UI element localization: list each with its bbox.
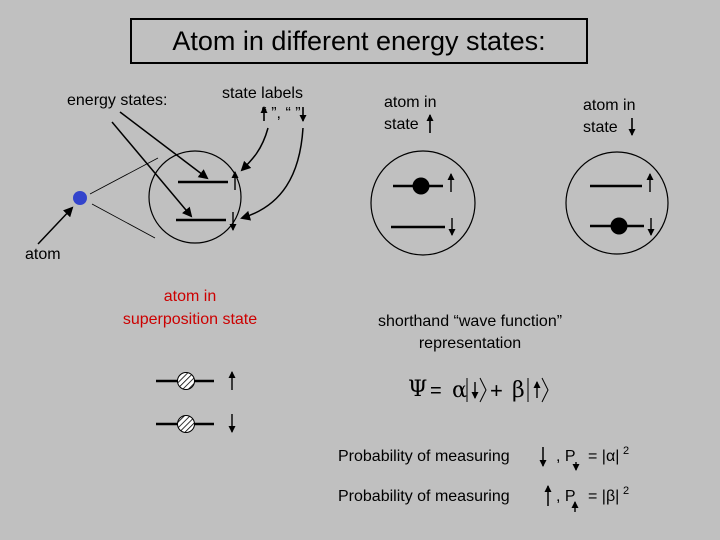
electron: [611, 218, 628, 235]
electron: [413, 178, 430, 195]
electron-partial-lower: [178, 416, 195, 433]
atom-down-state-diagram: [566, 152, 668, 254]
atom-dot: [73, 191, 87, 205]
electron-partial-upper: [178, 373, 195, 390]
zoom-line-top: [90, 158, 158, 194]
zoom-line-bottom: [92, 204, 155, 238]
superposition-diagram: [156, 372, 232, 433]
atom-diagram-main: [38, 112, 303, 244]
state-label-pointer-down: [242, 128, 303, 218]
atom-circle: [566, 152, 668, 254]
atom-circle: [371, 151, 475, 255]
ket-down: [467, 378, 486, 402]
atom-circle: [149, 151, 241, 243]
state-label-pointer-up: [242, 128, 268, 170]
atom-up-state-diagram: [371, 151, 475, 255]
ket-up: [528, 378, 548, 402]
energy-pointer-arrow-upper: [120, 112, 207, 178]
atom-pointer-arrow: [38, 208, 72, 244]
